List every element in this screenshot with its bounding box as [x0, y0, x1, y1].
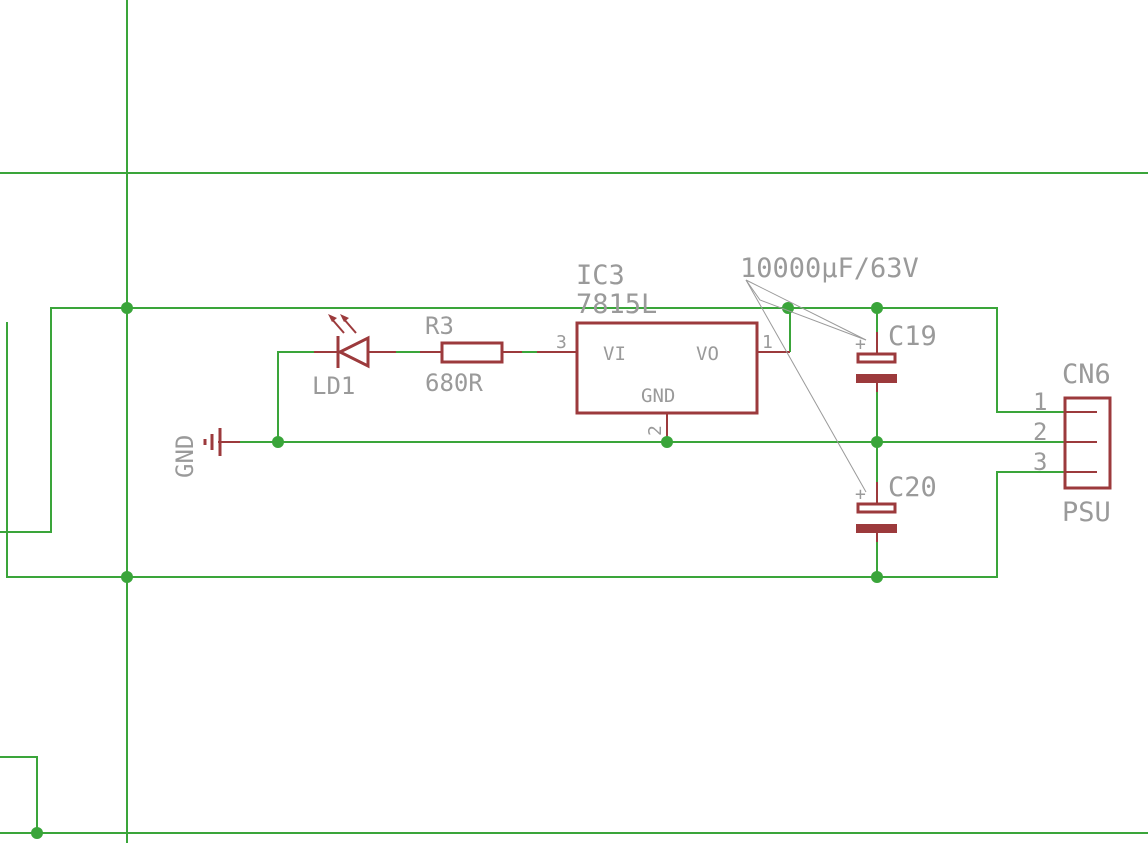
cap-c19-ref-label: C19	[888, 321, 937, 352]
resistor-ref-label: R3	[425, 312, 454, 340]
junction-dot	[121, 302, 133, 314]
connector-pin-3-number: 3	[1033, 448, 1047, 476]
cap-c19-plate-positive	[856, 352, 897, 364]
ic-pin-in-number: 3	[556, 332, 567, 353]
note-leader-c19	[745, 279, 867, 341]
junction-dot	[871, 302, 883, 314]
wire-negative-rail	[6, 322, 1065, 578]
cap-value-note: 10000µF/63V	[740, 253, 919, 493]
cap-c20-plate-positive	[856, 502, 897, 514]
ic-ref-label: IC3	[576, 260, 625, 291]
ic-pin-gnd-label: GND	[641, 385, 675, 407]
resistor-value-label: 680R	[425, 369, 483, 397]
junction-dot	[272, 436, 284, 448]
wire-led-to-ground	[277, 351, 314, 442]
connector-value-label: PSU	[1062, 497, 1111, 528]
cap-c19-plus-sign: +	[855, 334, 866, 355]
led-ref-label: LD1	[312, 372, 355, 400]
cap-c20-ref-label: C20	[888, 472, 937, 503]
cap-c20-plus-sign: +	[855, 484, 866, 505]
connector-pin-1-number: 1	[1033, 388, 1047, 416]
capacitor-c19: + C19	[855, 321, 937, 392]
led-triangle	[336, 335, 370, 369]
junction-dot	[871, 571, 883, 583]
junction-dot	[121, 571, 133, 583]
cap-c20-plate-negative	[856, 524, 897, 533]
note-leader-split	[745, 279, 867, 341]
led-ld1: LD1	[312, 314, 396, 400]
led-emission-arrows-icon	[328, 314, 357, 334]
regulator-ic3: IC3 7815L VI VO GND 3 1 2	[537, 260, 790, 436]
ground-symbol: GND	[171, 428, 240, 478]
note-leader-c20	[745, 279, 867, 493]
junction-dot	[871, 436, 883, 448]
junction-dot	[782, 302, 794, 314]
junction-dot	[661, 436, 673, 448]
cap-value-note-text: 10000µF/63V	[740, 253, 919, 284]
junction-dot	[31, 827, 43, 839]
ic-value-label: 7815L	[576, 289, 657, 320]
wire-bottom-left-stub	[0, 756, 38, 833]
ic-pin-out-label: VO	[696, 343, 719, 365]
wire-positive-rail	[0, 307, 1065, 533]
connector-pin-2-number: 2	[1033, 418, 1047, 446]
ic-pin-in-label: VI	[603, 343, 626, 365]
connector-cn6: 1 2 3 CN6 PSU	[1033, 359, 1112, 528]
ground-label: GND	[171, 435, 199, 478]
resistor-r3: R3 680R	[420, 312, 522, 397]
connector-ref-label: CN6	[1062, 359, 1111, 390]
cap-c19-plate-negative	[856, 374, 897, 383]
ic-pin-gnd-number: 2	[645, 425, 666, 436]
capacitor-c20: + C20	[855, 472, 937, 542]
junctions	[31, 302, 883, 839]
ic-pin-out-number: 1	[762, 332, 773, 353]
resistor-body	[440, 341, 504, 364]
